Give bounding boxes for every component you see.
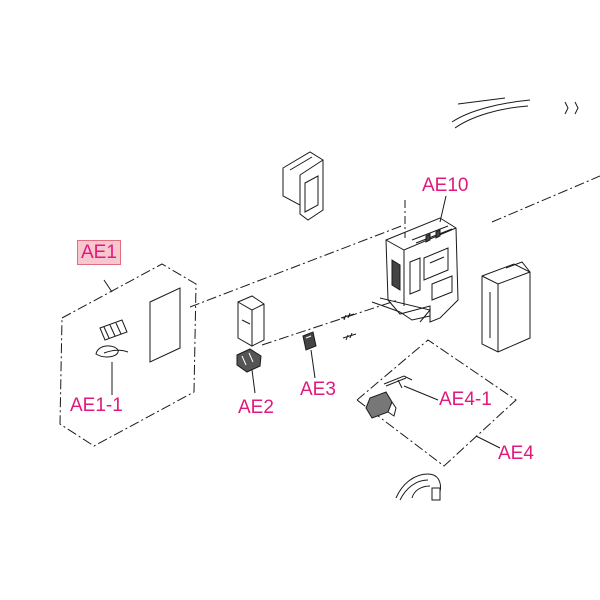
- cable-fragment-top: [451, 97, 579, 129]
- callout-ae10[interactable]: AE10: [422, 176, 468, 195]
- ae1-leader: [103, 279, 113, 293]
- ae3-switch: [302, 331, 317, 351]
- mounting-bracket: [282, 151, 324, 221]
- ae10-main-assembly: [371, 217, 459, 323]
- dash-line-main: [189, 224, 405, 308]
- ae2-connector-block: [237, 295, 265, 347]
- ae4-group-box: [356, 339, 517, 467]
- screw-a: [340, 312, 355, 321]
- callout-ae1-1-text: AE1-1: [70, 395, 123, 416]
- callout-ae4[interactable]: AE4: [498, 444, 534, 463]
- callout-ae3-text: AE3: [300, 379, 336, 400]
- ae1-1-fastener-kit: [95, 319, 129, 358]
- callout-ae2-text: AE2: [238, 397, 274, 418]
- callout-ae1[interactable]: AE1: [77, 240, 121, 265]
- callout-ae1-1[interactable]: AE1-1: [70, 396, 123, 415]
- callout-ae4-1[interactable]: AE4-1: [439, 390, 492, 409]
- ae2-connector-cap: [236, 348, 262, 373]
- cable-fragment-bottom: [395, 473, 441, 501]
- dash-line-ae2: [261, 299, 399, 346]
- ae4-1-leader: [403, 385, 439, 401]
- side-cover-panel: [481, 261, 531, 353]
- ae3-leader: [310, 349, 316, 379]
- callout-ae2[interactable]: AE2: [238, 398, 274, 417]
- callout-ae1-text: AE1: [81, 242, 117, 263]
- callout-ae3[interactable]: AE3: [300, 380, 336, 399]
- callout-ae10-text: AE10: [422, 175, 469, 196]
- ae4-1-sensor: [365, 375, 413, 419]
- ae1-card: [149, 287, 181, 363]
- dash-line-top-right: [491, 175, 600, 223]
- callout-ae4-1-text: AE4-1: [439, 389, 492, 410]
- ae2-leader: [251, 369, 256, 394]
- ae4-leader: [475, 435, 501, 449]
- ae10-leader: [439, 195, 447, 223]
- callout-ae4-text: AE4: [498, 443, 534, 464]
- ae1-group-box: [59, 263, 197, 447]
- screw-b: [342, 332, 357, 341]
